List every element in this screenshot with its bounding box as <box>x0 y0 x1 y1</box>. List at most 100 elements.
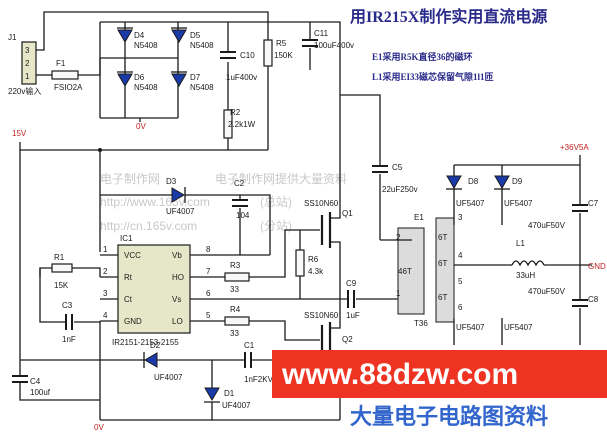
d2-ref: D2 <box>150 341 161 350</box>
c10-value: 1uF400v <box>226 73 257 82</box>
r4-value: 33 <box>230 329 239 338</box>
transformer-core-left <box>397 227 425 315</box>
d9-value: UF5407 <box>504 199 533 208</box>
r1-ref: R1 <box>54 253 65 262</box>
d5-value: N5408 <box>190 41 214 50</box>
d7-ref: D7 <box>190 73 201 82</box>
ic-pin-rt: Rt <box>124 273 133 282</box>
ic-pin-vcc: VCC <box>124 251 141 260</box>
r5-value: 150K <box>274 51 293 60</box>
d8-ref: D8 <box>468 177 479 186</box>
d4-value: N5408 <box>134 41 158 50</box>
r2-value: 2.2k1W <box>228 120 256 129</box>
ic-pin-num-5: 5 <box>206 311 211 320</box>
ic-pin-ct: Ct <box>124 295 133 304</box>
watermark-4: (总站) <box>260 195 292 209</box>
ic-pin-gnd: GND <box>124 317 142 326</box>
note-e1: E1采用R5K直径36的磁环 <box>372 51 473 62</box>
connector-pin-2: 2 <box>25 59 30 68</box>
ic-pin-num-1: 1 <box>103 245 108 254</box>
connector-j1 <box>21 41 37 85</box>
l1-value: 33uH <box>516 271 535 280</box>
schematic-title: 用IR215X制作实用直流电源 <box>350 7 547 26</box>
d9-ref: D9 <box>512 177 523 186</box>
input-label: 220v输入 <box>8 86 41 96</box>
r6-value: 4.3k <box>308 267 324 276</box>
rail-36v: +36V5A <box>560 143 589 152</box>
wire-fuse-bridge <box>78 58 101 76</box>
cap-c9 <box>347 290 355 308</box>
d6-ref: D6 <box>134 73 145 82</box>
turns-1: 6T <box>438 233 447 242</box>
d1-ref: D1 <box>224 389 235 398</box>
d6-value: N5408 <box>134 83 158 92</box>
connector-pin-3: 3 <box>25 46 30 55</box>
fuse-value: FSIO2A <box>54 83 83 92</box>
hv-bus <box>178 21 341 95</box>
resistor-r1 <box>51 263 73 273</box>
r5-ref: R5 <box>276 39 287 48</box>
diode-d2 <box>144 352 158 368</box>
resistor-r4 <box>224 316 250 326</box>
xfmr-pin-2: 2 <box>396 233 401 242</box>
diode-d3 <box>171 187 185 203</box>
resistor-r3 <box>224 272 250 282</box>
turns-3: 6T <box>438 259 447 268</box>
watermark-1: 电子制作网 <box>100 172 160 186</box>
c3-ref: C3 <box>62 301 73 310</box>
ic-pin-vb: Vb <box>172 251 182 260</box>
c5-ref: C5 <box>392 163 403 172</box>
ic-pin-num-7: 7 <box>206 267 211 276</box>
bridge-0v: 0V <box>136 122 146 131</box>
watermark-6: (分站) <box>260 219 292 233</box>
d11-value: UF5407 <box>504 323 533 332</box>
c1-ref: C1 <box>244 341 255 350</box>
ic-pin-ho: HO <box>172 273 184 282</box>
c10-ref: C10 <box>240 51 255 60</box>
transformer-type: T36 <box>414 319 428 328</box>
ic-pin-num-2: 2 <box>103 267 108 276</box>
resistor-r6 <box>295 249 305 277</box>
watermark-5: http://cn.165v.com <box>100 219 197 233</box>
r3-ref: R3 <box>230 261 241 270</box>
c11-ref: C11 <box>314 29 329 38</box>
xfmr-pin-1: 1 <box>396 289 401 298</box>
ic-pin-vs: Vs <box>172 295 181 304</box>
d3-value: UF4007 <box>166 207 195 216</box>
c11-value: 100uF400v <box>314 41 354 50</box>
r1-value: 15K <box>54 281 69 290</box>
ic-pin-num-8: 8 <box>206 245 211 254</box>
d8-value: UF5407 <box>456 199 485 208</box>
c2-value: 104 <box>236 211 250 220</box>
ic-pin-num-6: 6 <box>206 289 211 298</box>
cap-c4 <box>12 375 28 383</box>
gnd-label: GND <box>588 262 606 271</box>
ic-ir2151 <box>117 244 191 334</box>
r2-ref: R2 <box>230 108 241 117</box>
banner-tag: 大量电子电路图资料 <box>350 404 548 429</box>
c3-value: 1nF <box>62 335 76 344</box>
c5-value: 22uF250v <box>382 185 418 194</box>
bottom-0v: 0V <box>94 423 104 432</box>
rail-15v: 15V <box>12 129 27 138</box>
diode-d6 <box>117 73 133 87</box>
c4-ref: C4 <box>30 377 41 386</box>
d3-ref: D3 <box>166 177 177 186</box>
diode-d7 <box>171 73 187 87</box>
d5-ref: D5 <box>190 31 201 40</box>
ic-part: IR2151-2153-2155 <box>112 338 179 347</box>
cap-c8 <box>572 299 588 307</box>
connector-ref: J1 <box>8 33 17 42</box>
wire-top-hot <box>36 11 269 51</box>
q2-value: SS10N60 <box>304 311 339 320</box>
xfmr-pin-6: 6 <box>458 303 463 312</box>
d1-value: UF4007 <box>222 401 251 410</box>
banner-url: www.88dzw.com <box>281 358 518 391</box>
watermark-2: 电子制作网提供大量资料 <box>215 171 347 186</box>
inductor-l1 <box>511 260 545 267</box>
diode-d8 <box>446 175 462 189</box>
cap-c11 <box>302 39 318 47</box>
diode-d4 <box>117 29 133 43</box>
ic-pin-lo: LO <box>172 317 183 326</box>
